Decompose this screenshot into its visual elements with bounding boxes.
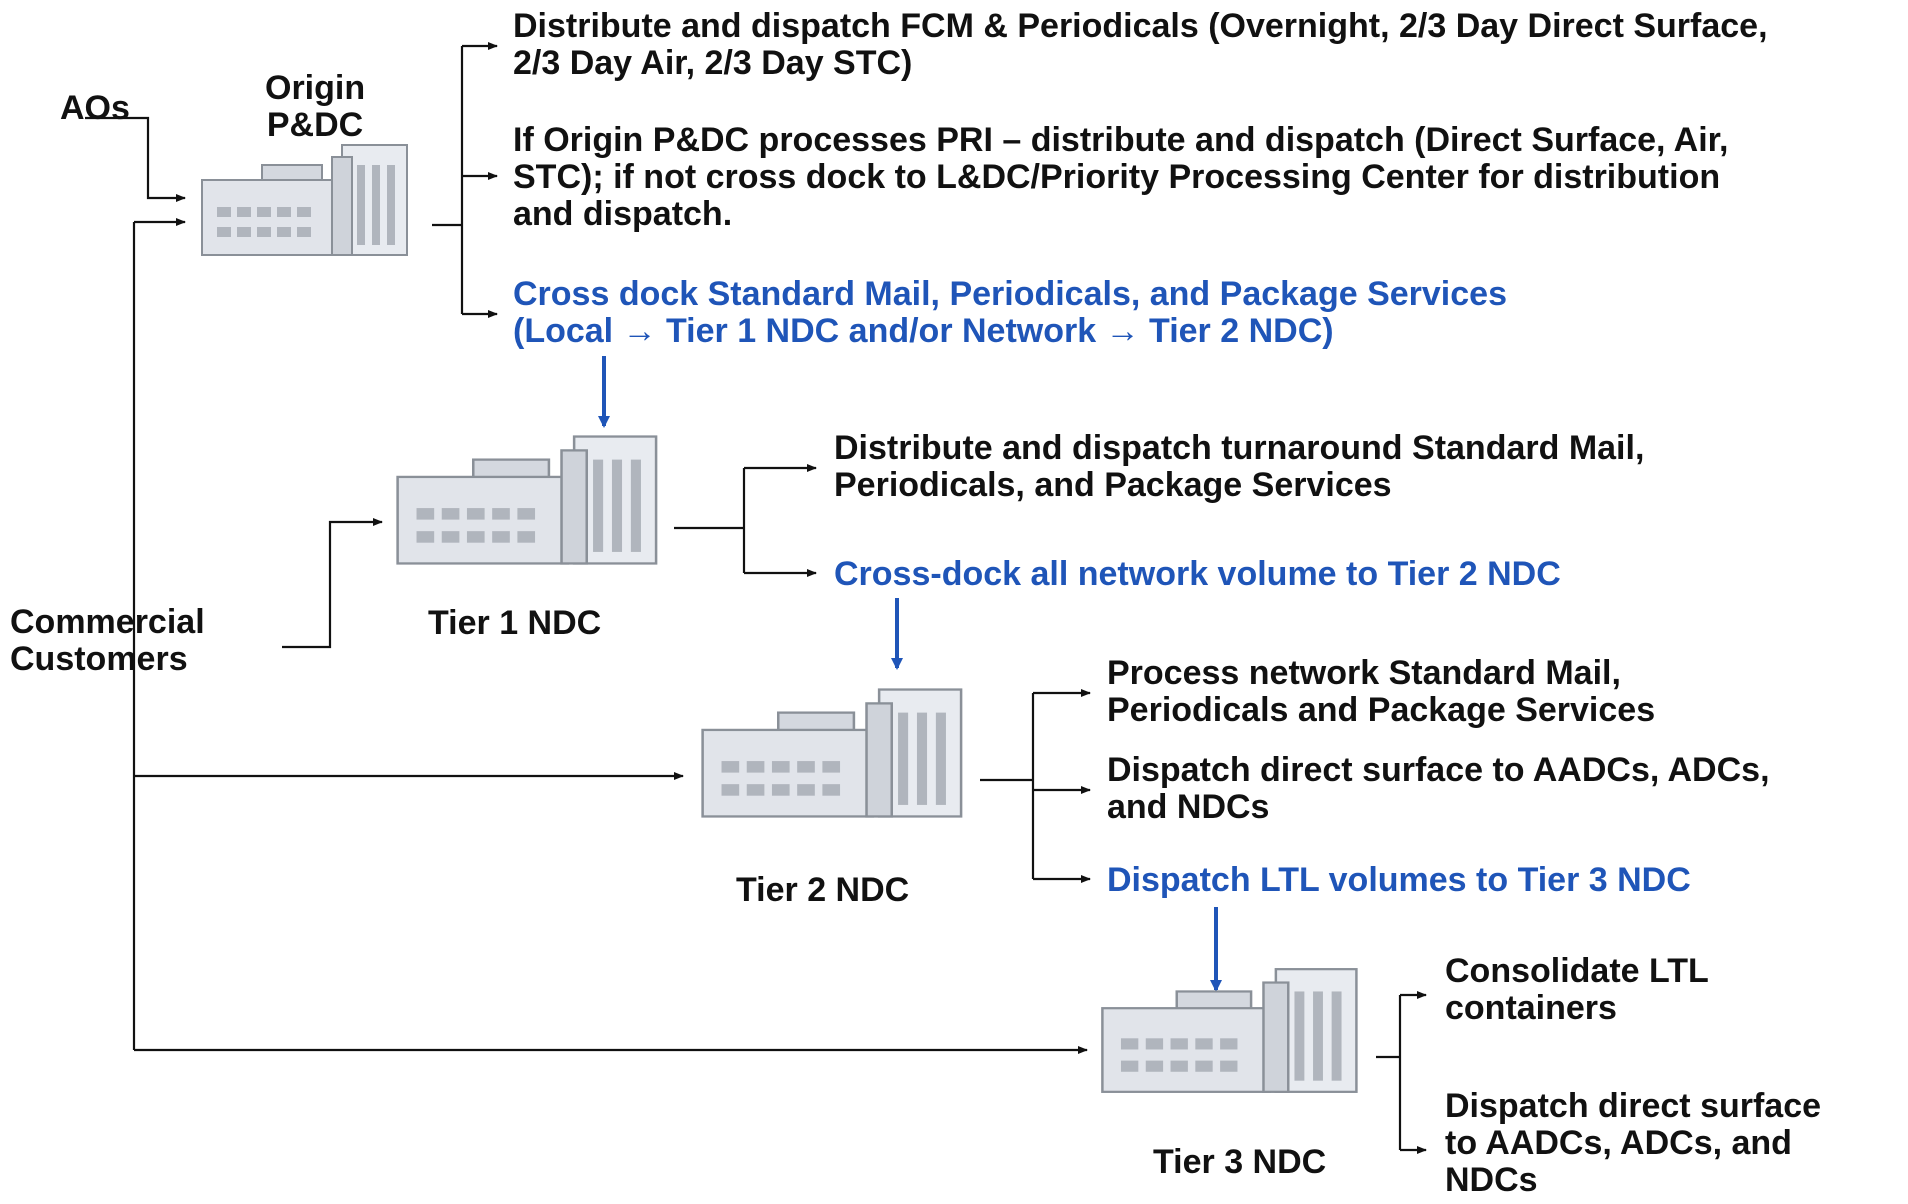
tier1-action-distribute-line: Distribute and dispatch turnaround Stand… [834,429,1645,467]
connector-aos-to-origin [85,116,186,202]
origin-action-pri-line: STC); if not cross dock to L&DC/Priority… [513,158,1721,196]
processing-facility-icon [701,688,963,818]
processing-facility-icon [1101,968,1358,1093]
tier3-action-consolidate-line: containers [1445,989,1617,1027]
tier2-action-dispatch-surface: Dispatch direct surface to AADCs, ADCs, … [1107,752,1770,826]
tier3-action-dispatch-surface-line: Dispatch direct surface [1445,1087,1822,1125]
tier2-action-process: Process network Standard Mail, Periodica… [1107,655,1655,729]
processing-facility-icon [396,435,658,565]
tier3-action-dispatch-surface-line: to AADCs, ADCs, and [1445,1124,1792,1162]
processing-facility-icon [201,144,408,256]
tier2-action-dispatch-surface-line: Dispatch direct surface to AADCs, ADCs, [1107,751,1770,789]
tier1-action-distribute-line: Periodicals, and Package Services [834,466,1392,504]
tier3-action-dispatch-surface: Dispatch direct surface to AADCs, ADCs, … [1445,1088,1821,1199]
node-label-commercial-customers: Commercial Customers [10,604,205,678]
tier3-action-consolidate-line: Consolidate LTL [1445,952,1709,990]
tier3-action-dispatch-surface-line: NDCs [1445,1161,1538,1199]
connector-customers-to-tier1 [282,518,383,649]
origin-action-fcm-line: 2/3 Day Air, 2/3 Day STC) [513,44,913,82]
origin-action-pri-line: If Origin P&DC processes PRI – distribut… [513,121,1729,159]
tier1-action-crossdock: Cross-dock all network volume to Tier 2 … [834,555,1561,593]
tier3-action-consolidate: Consolidate LTL containers [1445,953,1709,1027]
node-label-commercial-customers-line: Customers [10,640,188,678]
origin-action-crossdock-line: (Local → Tier 1 NDC and/or Network → Tie… [513,312,1334,350]
node-label-origin-pdc-line: Origin [265,69,366,107]
node-label-origin-pdc-line: P&DC [266,106,364,144]
tier2-action-process-line: Periodicals and Package Services [1107,691,1656,729]
tier2-action-dispatch-ltl: Dispatch LTL volumes to Tier 3 NDC [1107,861,1691,899]
origin-action-pri: If Origin P&DC processes PRI – distribut… [513,122,1728,233]
origin-action-crossdock-line: Cross dock Standard Mail, Periodicals, a… [513,275,1507,313]
tier1-action-distribute: Distribute and dispatch turnaround Stand… [834,430,1644,504]
origin-action-fcm: Distribute and dispatch FCM & Periodical… [513,8,1768,82]
node-label-commercial-customers-line: Commercial [10,603,205,641]
tier2-action-process-line: Process network Standard Mail, [1107,654,1621,692]
node-label-origin-pdc: Origin P&DC [265,70,365,144]
node-label-tier2: Tier 2 NDC [736,871,910,909]
node-label-tier3: Tier 3 NDC [1153,1143,1327,1181]
tier2-action-dispatch-surface-line: and NDCs [1107,788,1270,826]
origin-action-crossdock: Cross dock Standard Mail, Periodicals, a… [513,276,1507,350]
node-label-aos: AOs [60,89,130,127]
node-label-tier1: Tier 1 NDC [428,604,602,642]
origin-action-fcm-line: Distribute and dispatch FCM & Periodical… [513,7,1768,45]
origin-action-pri-line: and dispatch. [513,195,733,233]
